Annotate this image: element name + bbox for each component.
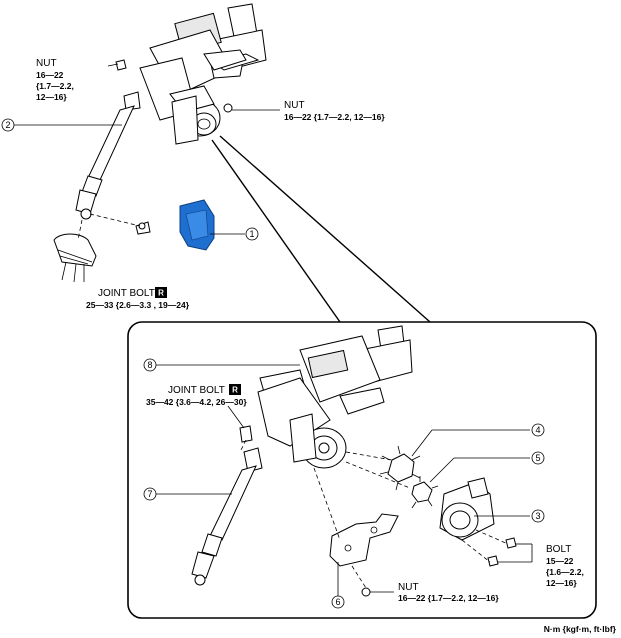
svg-text:4: 4 — [535, 425, 540, 435]
zoom-line-right — [219, 135, 431, 323]
detail-view-frame — [127, 321, 597, 619]
svg-text:R: R — [232, 386, 238, 395]
svg-text:{1.7—2.2,: {1.7—2.2, — [36, 81, 74, 91]
callout-6: 6 — [331, 595, 345, 609]
svg-text:15—22: 15—22 — [546, 556, 574, 566]
svg-text:3: 3 — [535, 511, 540, 521]
joint-bolt-top-label: JOINT BOLT R 25—33 {2.6—3.3 , 19—24} — [86, 287, 190, 310]
svg-text:7: 7 — [147, 489, 152, 499]
svg-text:12—16}: 12—16} — [36, 92, 67, 102]
svg-text:5: 5 — [535, 453, 540, 463]
callout-5: 5 — [531, 451, 545, 465]
part-1-cover-blue — [179, 199, 215, 251]
leader-nut-left — [107, 63, 119, 67]
svg-text:8: 8 — [147, 360, 152, 370]
joint-bolt-detail-label: JOINT BOLT R 35—42 {3.6—4.2, 26—30} — [146, 384, 247, 407]
svg-text:16—22 {1.7—2.2, 12—16}: 16—22 {1.7—2.2, 12—16} — [284, 112, 385, 122]
leader-4b — [411, 429, 433, 457]
svg-text:R: R — [158, 289, 164, 298]
leader-joint-bolt-detail — [227, 405, 245, 429]
nut-detail-label: NUT 16—22 {1.7—2.2, 12—16} — [398, 582, 499, 603]
svg-text:NUT: NUT — [284, 100, 305, 111]
svg-text:NUT: NUT — [36, 58, 57, 69]
svg-text:35—42 {3.6—4.2, 26—30}: 35—42 {3.6—4.2, 26—30} — [146, 397, 247, 407]
detail-column-assembly — [191, 325, 517, 597]
svg-text:{1.6—2.2,: {1.6—2.2, — [546, 567, 584, 577]
callout-2: 2 — [1, 118, 15, 132]
r-badge-top — [155, 287, 167, 298]
nut-top-right-label: NUT 16—22 {1.7—2.2, 12—16} — [284, 100, 385, 122]
zoom-line-left — [211, 139, 341, 323]
nut-top-left-label: NUT 16—22 {1.7—2.2, 12—16} — [36, 58, 74, 102]
svg-text:6: 6 — [335, 597, 340, 607]
callout-4: 4 — [531, 423, 545, 437]
units-label: N·m {kgf·m, ft·lbf} — [544, 624, 617, 634]
callout-1: 1 — [245, 227, 259, 241]
callout-3: 3 — [531, 509, 545, 523]
svg-text:BOLT: BOLT — [546, 544, 571, 555]
bolt-detail-label: BOLT 15—22 {1.6—2.2, 12—16} — [546, 544, 584, 588]
top-steering-column-assembly — [53, 3, 267, 283]
leader-5b — [429, 457, 455, 483]
r-badge-detail — [229, 384, 241, 395]
svg-text:12—16}: 12—16} — [546, 578, 577, 588]
svg-text:1: 1 — [249, 229, 254, 239]
callout-8: 8 — [143, 358, 157, 372]
svg-text:NUT: NUT — [398, 582, 419, 593]
callout-7: 7 — [143, 487, 157, 501]
svg-text:2: 2 — [5, 120, 10, 130]
svg-text:25—33 {2.6—3.3 , 19—24}: 25—33 {2.6—3.3 , 19—24} — [86, 300, 190, 310]
svg-text:JOINT BOLT: JOINT BOLT — [168, 385, 225, 396]
svg-text:JOINT BOLT: JOINT BOLT — [98, 288, 155, 299]
svg-text:16—22 {1.7—2.2, 12—16}: 16—22 {1.7—2.2, 12—16} — [398, 593, 499, 603]
svg-text:16—22: 16—22 — [36, 70, 64, 80]
